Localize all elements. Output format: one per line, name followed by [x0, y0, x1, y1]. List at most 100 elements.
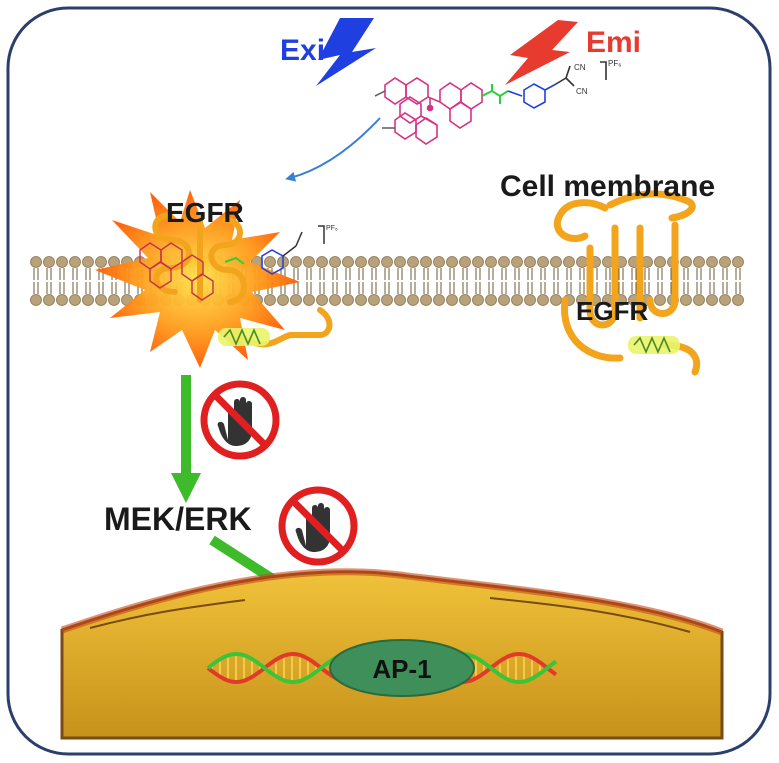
lipid-tail — [605, 268, 611, 280]
lipid-head — [108, 294, 120, 306]
lipid-head — [537, 294, 549, 306]
lipid-tail — [488, 268, 494, 280]
lipid-head — [394, 294, 406, 306]
bound-linker — [224, 256, 245, 265]
lipid-head — [264, 256, 276, 268]
lipid-tail — [423, 268, 429, 280]
lipid-tail — [488, 282, 494, 294]
lipid-head — [30, 294, 42, 306]
lipid-tail — [462, 268, 468, 280]
lipid-head — [394, 256, 406, 268]
lipid-head — [524, 294, 536, 306]
lipid-head — [303, 256, 315, 268]
lipid-head — [56, 294, 68, 306]
lipid-head — [433, 294, 445, 306]
lipid-head — [381, 256, 393, 268]
lipid-tail — [683, 268, 689, 280]
lipid-tail — [722, 268, 728, 280]
counterion-label: PF₆ — [608, 59, 621, 68]
lipid-head — [511, 256, 523, 268]
lipid-head — [277, 294, 289, 306]
lipid-head — [95, 294, 107, 306]
acceptor-group — [507, 61, 607, 109]
bound-acceptor — [261, 225, 325, 275]
cyano-group-top: CN — [574, 63, 586, 72]
lipid-tail — [319, 282, 325, 294]
lipid-tail — [59, 282, 65, 294]
lipid-head — [498, 256, 510, 268]
lipid-tail — [579, 282, 585, 294]
lipid-head — [485, 256, 497, 268]
lipid-head — [433, 256, 445, 268]
lipid-tail — [358, 268, 364, 280]
lipid-head — [524, 256, 536, 268]
lipid-tail — [657, 282, 663, 294]
lipid-tail — [475, 282, 481, 294]
lipid-head — [43, 256, 55, 268]
lipid-tail — [696, 268, 702, 280]
lipid-tail — [306, 282, 312, 294]
lipid-tail — [46, 268, 52, 280]
lipid-tail — [475, 268, 481, 280]
lipid-tail — [449, 268, 455, 280]
lipid-tail — [111, 282, 117, 294]
lipid-tail — [527, 282, 533, 294]
lipid-tail — [553, 282, 559, 294]
lipid-tail — [683, 282, 689, 294]
lipid-tail — [735, 268, 741, 280]
lipid-tail — [72, 268, 78, 280]
lipid-head — [472, 256, 484, 268]
lipid-tail — [98, 282, 104, 294]
lipid-head — [446, 256, 458, 268]
lipid-head — [342, 256, 354, 268]
lipid-tail — [462, 282, 468, 294]
lipid-tail — [566, 268, 572, 280]
lipid-head — [368, 256, 380, 268]
lipid-tail — [332, 282, 338, 294]
lipid-tail — [527, 268, 533, 280]
lipid-tail — [618, 282, 624, 294]
lipid-tail — [384, 268, 390, 280]
lipid-head — [43, 294, 55, 306]
lipid-tail — [410, 282, 416, 294]
lipid-head — [550, 294, 562, 306]
lipid-head — [654, 294, 666, 306]
lipid-head — [264, 294, 276, 306]
lipid-tail — [306, 268, 312, 280]
lipid-tail — [722, 282, 728, 294]
lipid-head — [95, 256, 107, 268]
lipid-head — [706, 256, 718, 268]
iridium-complex — [374, 77, 483, 145]
lipid-head — [537, 256, 549, 268]
lipid-head — [459, 256, 471, 268]
egfr-bound-protein — [152, 212, 333, 348]
lipid-head — [69, 256, 81, 268]
lipid-tail — [605, 282, 611, 294]
ap1-factor — [329, 639, 475, 697]
lipid-tail — [631, 268, 637, 280]
lipid-tail — [85, 268, 91, 280]
lipid-head — [680, 256, 692, 268]
lipid-tail — [423, 282, 429, 294]
lipid-head — [706, 294, 718, 306]
lipid-tail — [449, 282, 455, 294]
lipid-head — [368, 294, 380, 306]
lipid-head — [329, 294, 341, 306]
no-entry-hand-icon-2 — [278, 486, 358, 566]
lipid-tail — [618, 268, 624, 280]
lipid-tail — [358, 282, 364, 294]
lipid-tail — [293, 268, 299, 280]
lipid-tail — [553, 268, 559, 280]
lipid-head — [732, 294, 744, 306]
lipid-tail — [566, 282, 572, 294]
lipid-tail — [397, 268, 403, 280]
lipid-tail — [59, 268, 65, 280]
mek-erk-label: MEK/ERK — [104, 501, 252, 537]
lipid-head — [407, 294, 419, 306]
lipid-tail — [72, 282, 78, 294]
excitation-lightning-icon — [316, 18, 376, 86]
lipid-tail — [657, 268, 663, 280]
lipid-head — [329, 256, 341, 268]
lipid-head — [498, 294, 510, 306]
